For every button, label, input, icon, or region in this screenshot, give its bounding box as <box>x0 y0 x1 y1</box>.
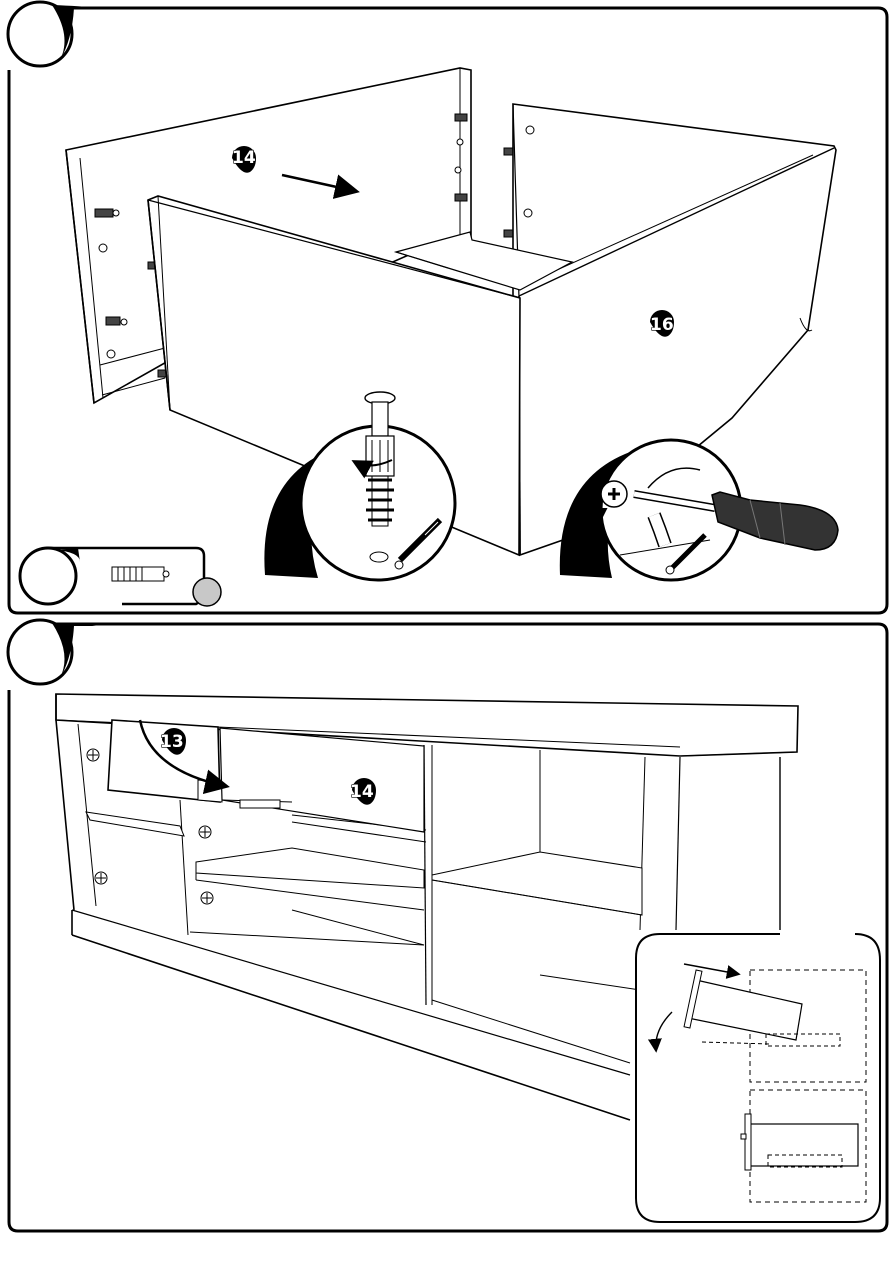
part-label-14-drawer: 14 <box>350 778 376 805</box>
part-label-13: 13 <box>160 728 186 755</box>
step-panel-top: 14 16 <box>8 2 887 613</box>
svg-text:14: 14 <box>232 148 256 168</box>
svg-text:16: 16 <box>650 315 674 335</box>
drawer-box-14 <box>220 728 424 832</box>
svg-text:14: 14 <box>350 782 374 802</box>
dowel-pin-icon <box>112 567 169 581</box>
drawer-insert-tilt-detail <box>636 934 880 1222</box>
part-label-16: 16 <box>650 310 674 337</box>
step-panel-bottom: 13 14 <box>8 620 887 1231</box>
svg-text:13: 13 <box>160 732 184 752</box>
hardware-badge <box>20 548 221 606</box>
